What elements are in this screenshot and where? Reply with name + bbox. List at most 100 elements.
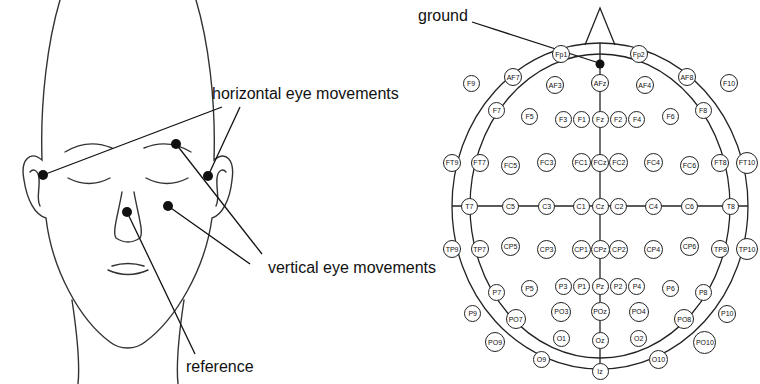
electrode-label: FC4 xyxy=(647,159,660,166)
electrode-label: AF3 xyxy=(549,82,562,89)
electrode-label: F9 xyxy=(467,80,475,87)
electrode-label: FC6 xyxy=(683,162,696,169)
electrode: P1 xyxy=(573,278,590,295)
electrode-label: CP5 xyxy=(504,243,518,250)
electrode-label: P9 xyxy=(468,310,477,317)
electrode-label: AF4 xyxy=(638,82,651,89)
electrode: FT7 xyxy=(471,154,489,172)
electrode: AF8 xyxy=(678,68,696,86)
electrode: F7 xyxy=(488,102,505,119)
electrode-label: C1 xyxy=(577,203,586,210)
electrode-label: TP7 xyxy=(473,246,486,253)
electrode: FC4 xyxy=(644,153,663,172)
electrode-label: CP6 xyxy=(683,243,697,250)
electrode: C2 xyxy=(610,198,627,215)
electrode: FC3 xyxy=(537,153,556,172)
electrode-label: F1 xyxy=(578,116,586,123)
electrode-label: POz xyxy=(593,308,607,315)
electrode-label: P4 xyxy=(633,283,642,290)
electrode-label: O2 xyxy=(634,335,643,342)
electrode: Iz xyxy=(592,363,609,380)
electrode: CP2 xyxy=(609,240,628,259)
electrode: O2 xyxy=(630,330,647,347)
electrode: P3 xyxy=(555,278,572,295)
electrode: CP4 xyxy=(644,240,663,259)
annotation-label: horizontal eye movements xyxy=(212,84,399,103)
electrode-label: CP3 xyxy=(540,246,554,253)
electrode-label: CP1 xyxy=(574,246,588,253)
electrode: F4 xyxy=(628,111,645,128)
electrode-label: Cz xyxy=(596,203,605,210)
electrode: PO7 xyxy=(506,309,526,329)
electrode-label: T7 xyxy=(465,203,473,210)
electrode-label: CP4 xyxy=(647,246,661,253)
electrode-label: FT8 xyxy=(714,159,726,166)
electrode-label: F6 xyxy=(666,113,674,120)
electrode-label: PO10 xyxy=(696,339,714,346)
electrode: P4 xyxy=(628,278,645,295)
electrode: CP5 xyxy=(501,237,520,256)
annotation-label: vertical eye movements xyxy=(268,258,436,277)
electrode: P10 xyxy=(718,305,736,323)
electrode: T7 xyxy=(461,198,478,215)
electrode-label: Fp2 xyxy=(633,51,645,58)
electrode: CP3 xyxy=(537,240,556,259)
electrode-label: O10 xyxy=(652,356,665,363)
electrode-label: PO8 xyxy=(677,316,691,323)
electrode-label: C2 xyxy=(614,203,623,210)
electrode-label: FCz xyxy=(594,159,607,166)
electrode: TP7 xyxy=(471,240,489,258)
electrode: Oz xyxy=(592,332,609,349)
electrode: O9 xyxy=(533,351,550,368)
electrode: AFz xyxy=(591,74,609,92)
electrode: POz xyxy=(591,302,610,321)
electrode: FC2 xyxy=(609,153,628,172)
electrode-label: CP2 xyxy=(612,246,626,253)
electrode-label: O9 xyxy=(537,356,546,363)
electrode-label: TP9 xyxy=(446,246,459,253)
electrode: CP6 xyxy=(680,237,699,256)
electrode-label: PO3 xyxy=(554,308,568,315)
electrode: C4 xyxy=(645,198,662,215)
electrode-label: T8 xyxy=(727,203,735,210)
electrode: Fp1 xyxy=(552,45,570,63)
electrode-label: P7 xyxy=(493,289,502,296)
electrode: CPz xyxy=(591,240,610,259)
electrode-label: P6 xyxy=(666,285,675,292)
electrode: F9 xyxy=(463,75,480,92)
electrode-label: F2 xyxy=(614,116,622,123)
electrode-label: FC3 xyxy=(540,159,553,166)
electrode: P7 xyxy=(488,284,505,301)
electrode-label: F8 xyxy=(699,107,707,114)
electrode: PO9 xyxy=(485,332,505,352)
electrode: P2 xyxy=(610,278,627,295)
electrode: TP8 xyxy=(711,240,729,258)
electrode: PO4 xyxy=(629,302,649,322)
electrode: C6 xyxy=(681,198,698,215)
electrode: AF3 xyxy=(546,76,564,94)
electrode-label: F5 xyxy=(525,113,533,120)
electrode-label: C4 xyxy=(649,203,658,210)
electrode: TP10 xyxy=(736,238,758,260)
electrode-label: F4 xyxy=(633,116,641,123)
electrode: O1 xyxy=(553,330,570,347)
electrode: F8 xyxy=(695,102,712,119)
electrode-label: TP10 xyxy=(739,246,756,253)
electrode-label: P8 xyxy=(699,289,708,296)
electrode-label: P5 xyxy=(525,285,534,292)
electrode-label: F7 xyxy=(493,107,501,114)
electrode: O10 xyxy=(649,350,668,369)
electrode: C1 xyxy=(573,198,590,215)
electrode: PO8 xyxy=(674,309,694,329)
electrode-label: AF8 xyxy=(680,74,693,81)
electrode-label: PO9 xyxy=(488,339,502,346)
electrode-label: Fp1 xyxy=(555,51,567,58)
electrode: FT10 xyxy=(736,152,758,174)
electrode: F5 xyxy=(521,108,538,125)
electrode: F1 xyxy=(573,111,590,128)
electrode-label: FT10 xyxy=(739,159,755,166)
electrode-label: Pz xyxy=(596,283,604,290)
electrode: FC1 xyxy=(572,153,591,172)
electrode: F10 xyxy=(720,74,738,92)
electrode-label: P10 xyxy=(721,310,733,317)
